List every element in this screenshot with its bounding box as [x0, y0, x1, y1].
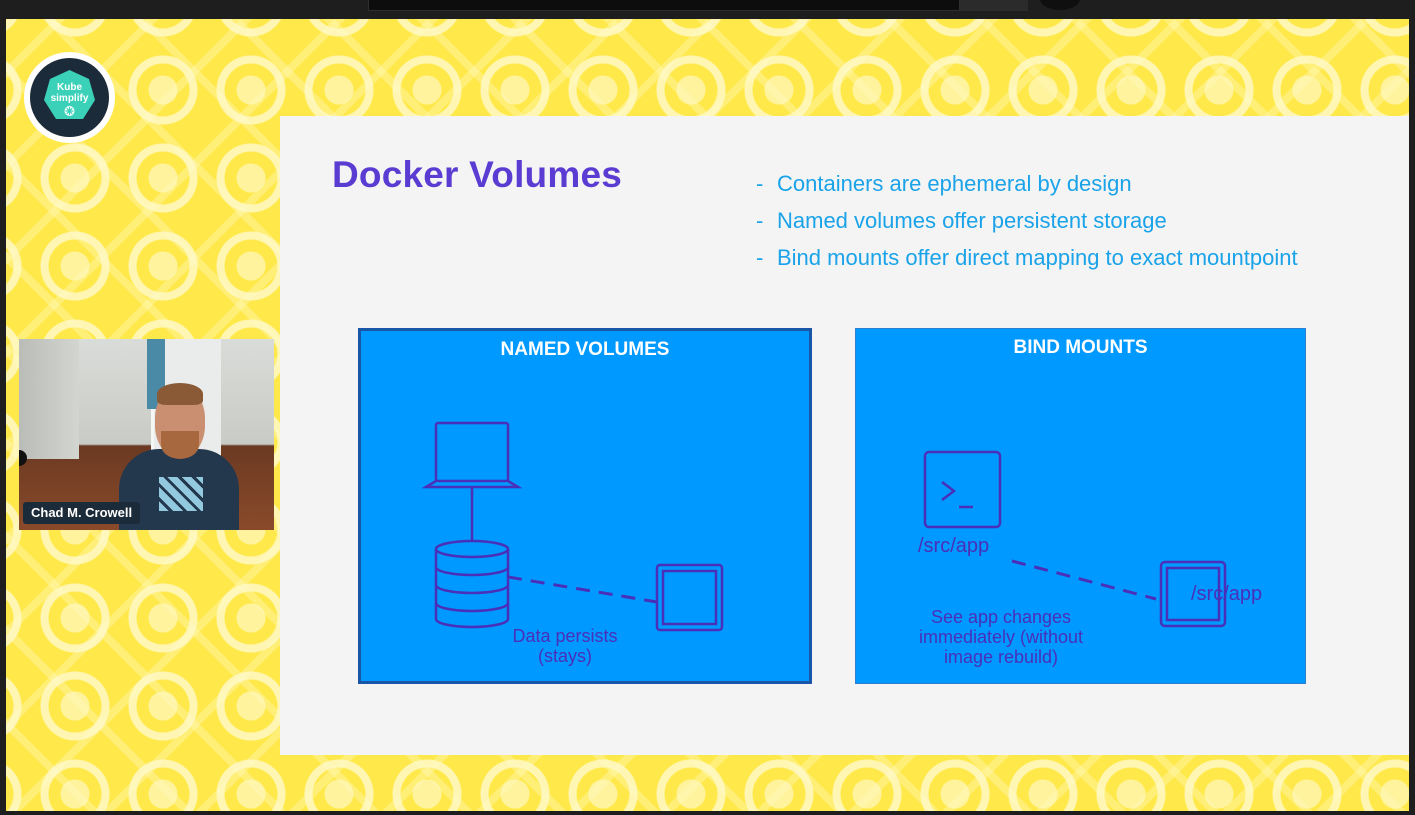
webcam-wall — [19, 339, 79, 459]
presentation-slide: Docker Volumes Containers are ephemeral … — [280, 116, 1409, 755]
kubesimplify-logo: Kube simplify — [24, 52, 115, 143]
top-bar — [0, 0, 1415, 19]
bind-mounts-panel: BIND MOUNTS /src/app /src/app See app ch… — [855, 328, 1306, 684]
bind-mounts-caption-line2: immediately (without — [918, 627, 1084, 647]
meeting-address-field[interactable] — [368, 0, 960, 11]
shirt-logo — [159, 477, 203, 511]
named-volumes-caption: Data persists (stays) — [495, 626, 635, 666]
bind-mounts-title: BIND MOUNTS — [1013, 337, 1148, 358]
host-path-label: /src/app — [918, 535, 990, 557]
bind-mounts-caption-line3: image rebuild) — [943, 647, 1059, 667]
slide-bullets: Containers are ephemeral by design Named… — [756, 171, 1316, 282]
bind-mounts-caption-line1: See app changes — [930, 607, 1072, 627]
logo-badge: Kube simplify — [30, 58, 109, 137]
slide-title: Docker Volumes — [332, 154, 623, 195]
bind-mounts-diagram — [923, 450, 1227, 628]
named-volumes-diagram — [421, 421, 724, 632]
stream-stage: Kube simplify Chad M. Crowell Docker Vol… — [6, 19, 1409, 811]
bind-mounts-caption: See app changes immediately (without ima… — [886, 607, 1116, 667]
top-bar-knob[interactable] — [1040, 0, 1080, 10]
speaker-beard — [161, 431, 199, 459]
laptop-icon — [421, 421, 523, 489]
logo-text-line1: Kube — [57, 82, 82, 93]
named-volumes-panel: NAMED VOLUMES — [358, 328, 812, 684]
container-path-label: /src/app — [1191, 583, 1263, 605]
top-bar-button[interactable] — [960, 0, 1028, 11]
host-to-container-dashed-line — [1011, 559, 1157, 601]
bullet-item: Named volumes offer persistent storage — [756, 208, 1316, 234]
webcam-edge-marker — [19, 450, 27, 466]
named-volumes-title: NAMED VOLUMES — [500, 339, 670, 360]
speaker-webcam — [19, 339, 274, 530]
bullet-item: Containers are ephemeral by design — [756, 171, 1316, 197]
speaker-hair — [157, 383, 203, 405]
database-icon — [434, 539, 510, 629]
terminal-icon — [923, 450, 1002, 529]
named-volumes-caption-line2: (stays) — [538, 646, 592, 666]
volume-to-container-dashed-line — [507, 575, 658, 604]
helm-wheel-icon — [44, 70, 95, 119]
logo-text: Kube simplify — [30, 82, 109, 104]
container-square-icon — [1159, 560, 1227, 628]
bullet-item: Bind mounts offer direct mapping to exac… — [756, 245, 1316, 271]
logo-text-line2: simplify — [50, 93, 89, 104]
speaker-name-tag: Chad M. Crowell — [23, 502, 141, 524]
named-volumes-caption-line1: Data persists — [512, 626, 618, 646]
container-square-icon — [655, 563, 724, 632]
